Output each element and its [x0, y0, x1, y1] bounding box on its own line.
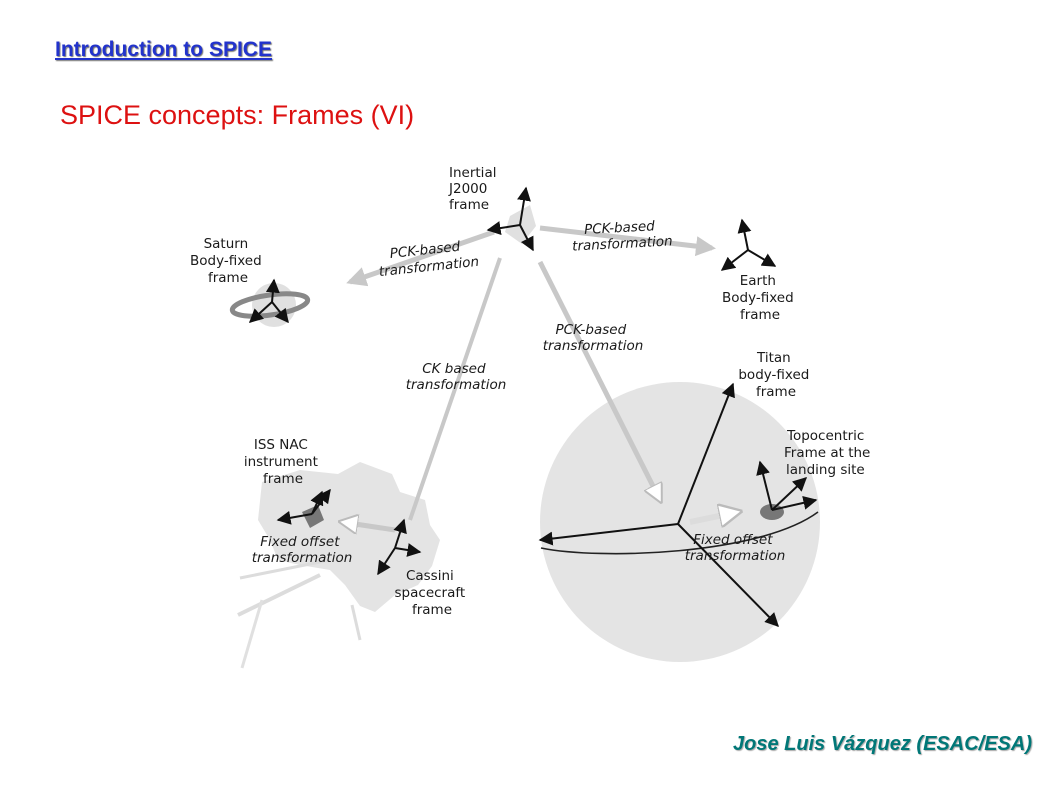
titan-line-1: Titan	[756, 350, 791, 366]
fixed-offset-titan-line-1: Fixed offset	[693, 532, 773, 548]
iss-nac-line-1: ISS NAC	[254, 437, 308, 453]
ck-arrow	[408, 257, 502, 521]
transformation-arrows	[342, 225, 738, 530]
titan-frame-label: Titan body-fixed frame	[738, 350, 813, 400]
fixed-offset-titan-label: Fixed offset transformation	[685, 532, 786, 564]
saturn-planet	[229, 278, 311, 327]
fixed-offset-sc-line-1: Fixed offset	[260, 534, 340, 550]
inertial-frame-axes	[486, 186, 536, 252]
pck-saturn-line-1: PCK-based	[389, 239, 461, 262]
earth-line-3: frame	[740, 307, 780, 323]
cassini-frame-axes	[377, 518, 422, 576]
header-title[interactable]: Introduction to SPICE	[55, 38, 272, 61]
fixed-offset-sc-arrow	[342, 522, 396, 530]
titan-line-3: frame	[756, 384, 796, 400]
iss-nac-line-3: frame	[263, 471, 303, 487]
saturn-frame-label: Saturn Body-fixed frame	[190, 236, 266, 286]
ck-line-1: CK based	[422, 361, 486, 377]
inertial-line-1: Inertial	[449, 165, 496, 181]
cassini-line-1: Cassini	[406, 568, 454, 584]
earth-line-1: Earth	[740, 273, 776, 289]
fixed-offset-sc-label: Fixed offset transformation	[252, 534, 353, 566]
saturn-line-2: Body-fixed	[190, 253, 262, 269]
ck-line-2: transformation	[406, 377, 507, 393]
inertial-line-2: J2000	[448, 181, 487, 197]
pck-titan-line-2: transformation	[543, 338, 644, 354]
earth-frame-label: Earth Body-fixed frame	[722, 273, 798, 323]
pck-earth-line-2: transformation	[572, 233, 673, 254]
earth-line-2: Body-fixed	[722, 290, 794, 306]
pck-earth-line-1: PCK-based	[584, 218, 656, 238]
fixed-offset-sc-line-2: transformation	[252, 550, 353, 566]
topocentric-line-1: Topocentric	[786, 428, 864, 444]
iss-nac-frame-axes	[276, 488, 331, 528]
pck-earth-arrow	[539, 225, 716, 257]
inertial-line-3: frame	[449, 197, 489, 213]
titan-sphere	[540, 382, 820, 662]
slide-title: SPICE concepts: Frames (VI)	[60, 100, 415, 130]
saturn-line-1: Saturn	[204, 236, 249, 252]
footer-author: Jose Luis Vázquez (ESAC/ESA)	[733, 733, 1032, 755]
topocentric-frame-axes	[756, 460, 818, 520]
earth-frame-axes	[720, 218, 777, 271]
fixed-offset-titan-line-2: transformation	[685, 548, 786, 564]
iss-nac-line-2: instrument	[244, 454, 318, 470]
cassini-line-3: frame	[412, 602, 452, 618]
cassini-line-2: spacecraft	[395, 585, 466, 601]
cassini-spacecraft-shape	[237, 462, 440, 669]
iss-nac-frame-label: ISS NAC instrument frame	[244, 437, 322, 487]
ck-label: CK based transformation	[406, 361, 507, 393]
cassini-frame-label: Cassini spacecraft frame	[395, 568, 470, 618]
pck-titan-label: PCK-based transformation	[543, 322, 644, 354]
inertial-frame-label: Inertial J2000 frame	[448, 165, 501, 213]
titan-frame-axes	[538, 382, 779, 627]
fixed-offset-titan-arrow	[689, 512, 738, 522]
pck-titan-arrow	[537, 260, 660, 500]
pck-titan-line-1: PCK-based	[556, 322, 627, 338]
topocentric-line-3: landing site	[786, 462, 865, 478]
pck-saturn-arrow	[346, 229, 495, 287]
titan-line-2: body-fixed	[738, 367, 809, 383]
saturn-line-3: frame	[208, 270, 248, 286]
pck-earth-label: PCK-based transformation	[571, 217, 673, 254]
topocentric-frame-label: Topocentric Frame at the landing site	[784, 428, 875, 478]
topocentric-line-2: Frame at the	[784, 445, 870, 461]
